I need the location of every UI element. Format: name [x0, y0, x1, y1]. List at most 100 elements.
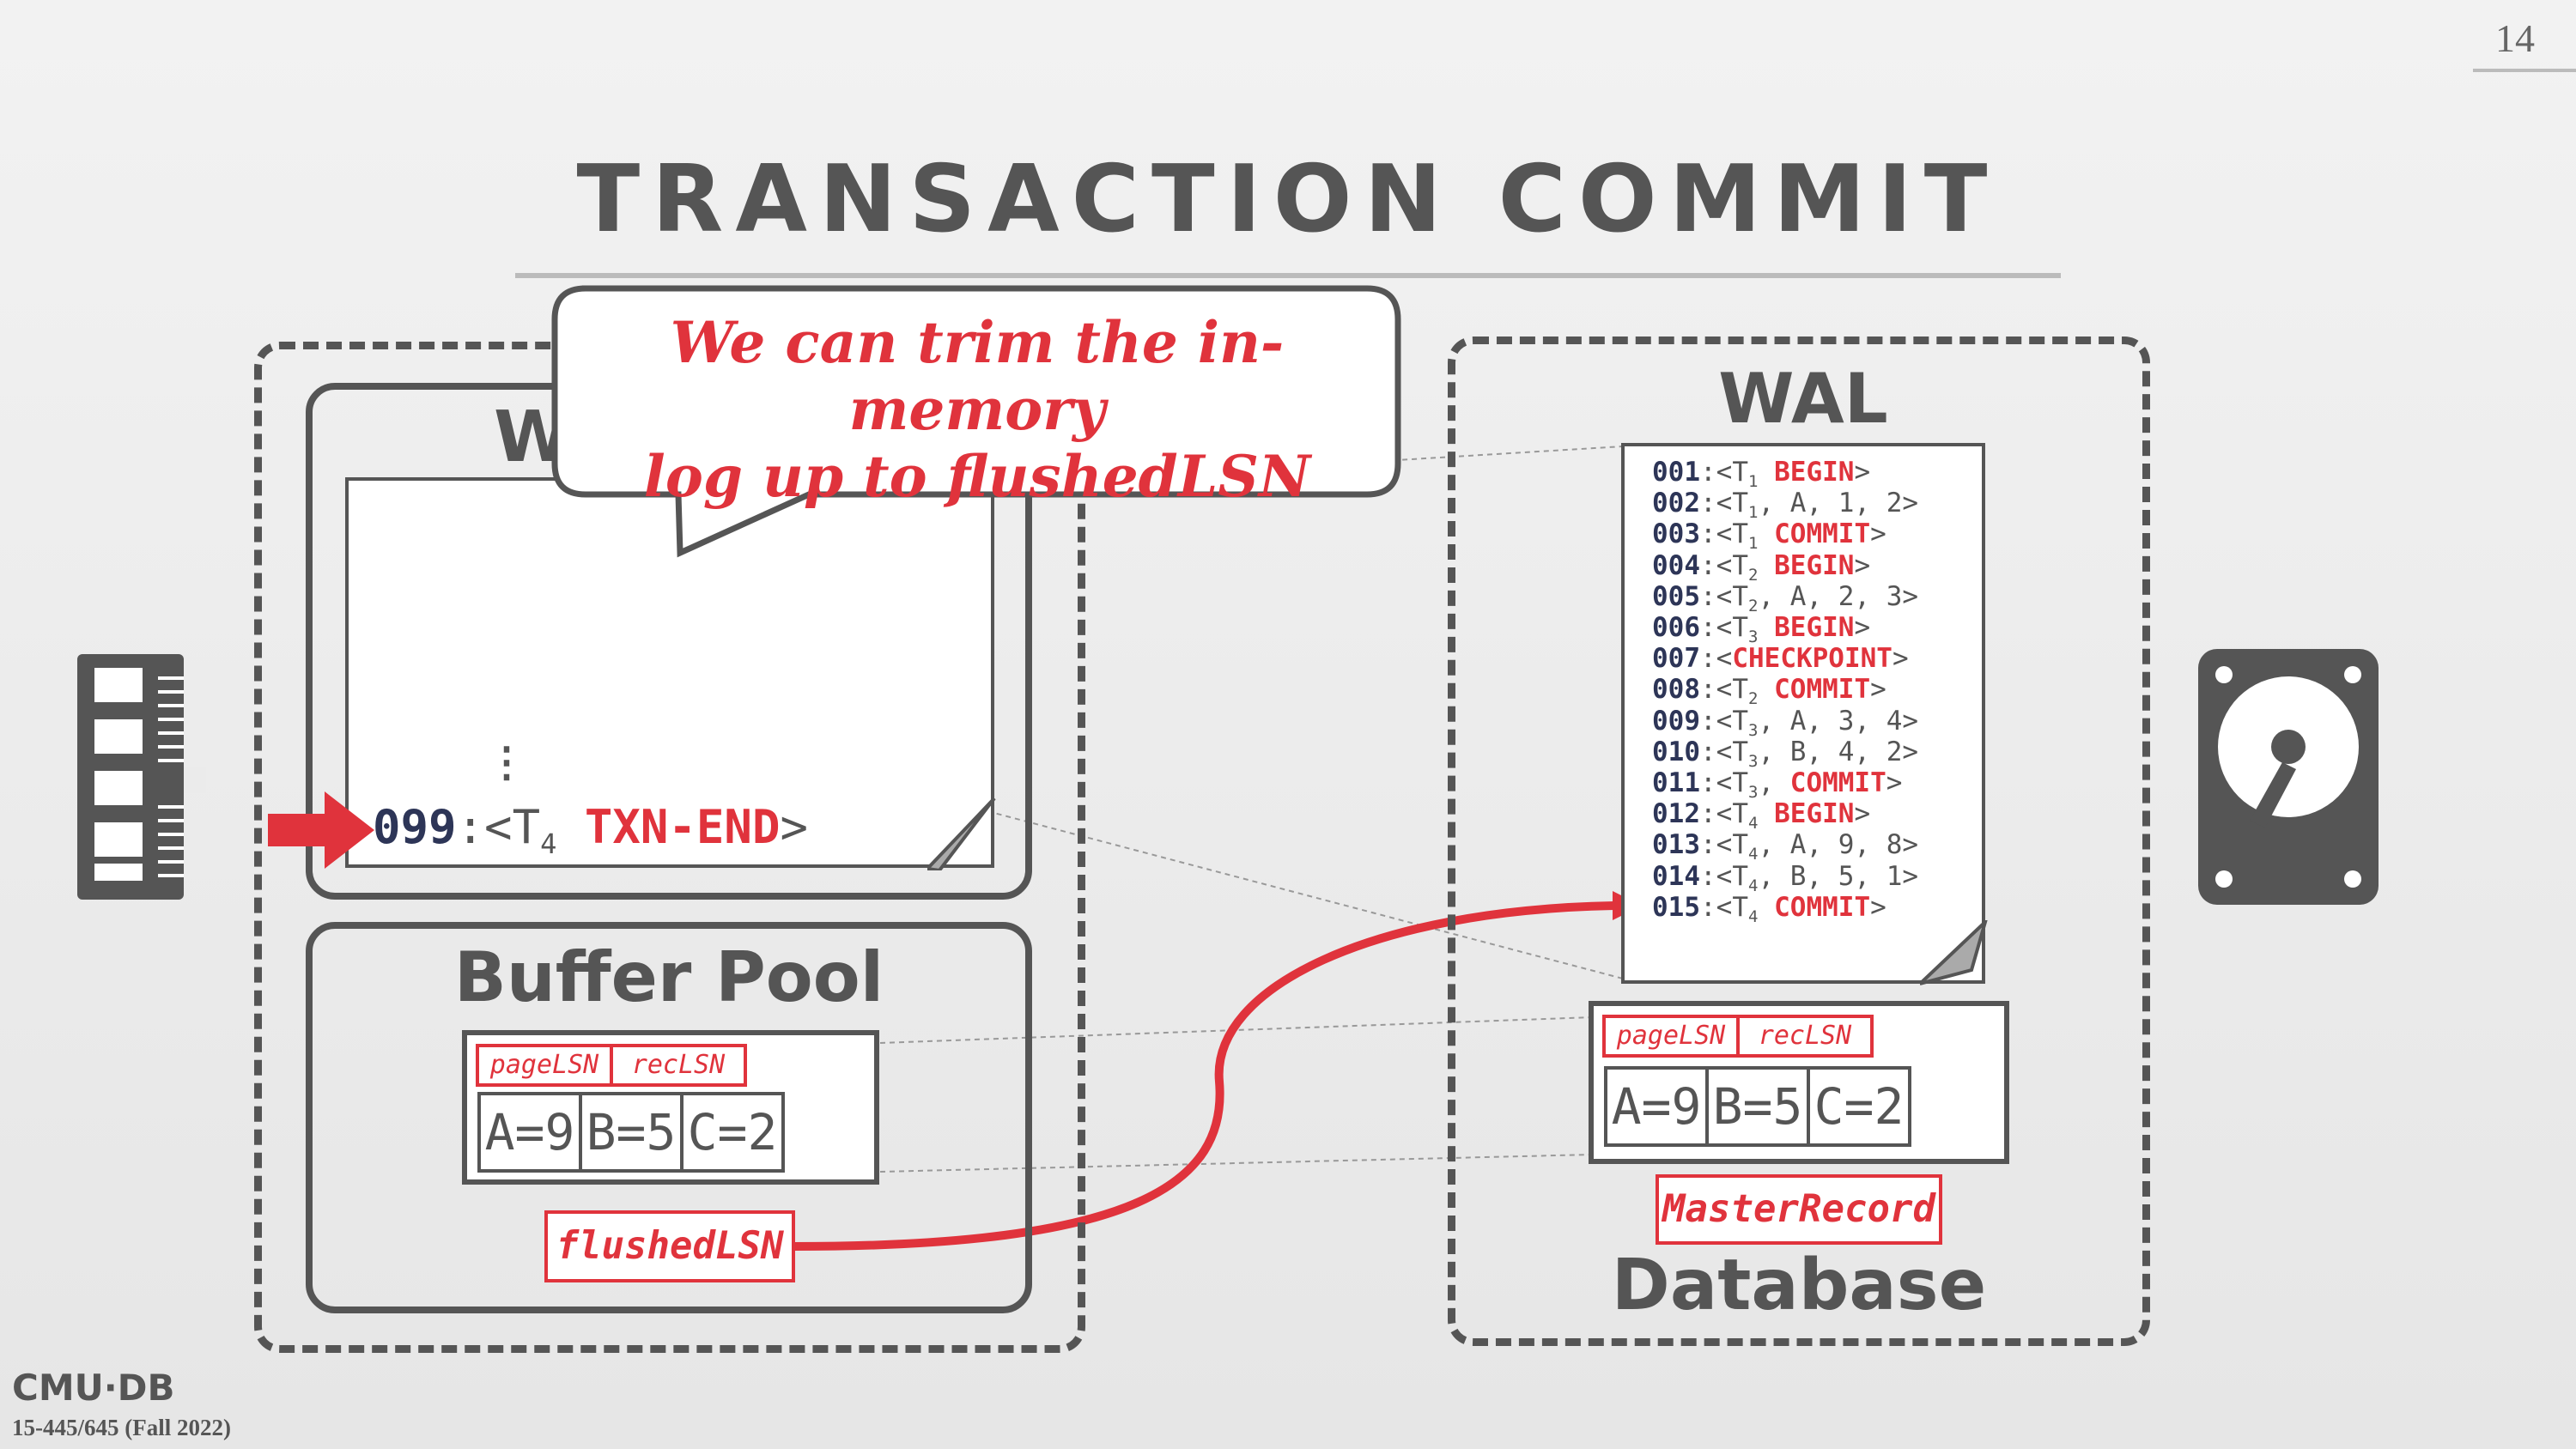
log-entry-txn: 3	[1748, 720, 1759, 740]
disk-page-fold-icon	[1920, 920, 1988, 985]
log-entry-lsn: 009	[1652, 705, 1700, 737]
disk-log-entry: 002:<T1, A, 1, 2>	[1652, 488, 1919, 523]
log-entry-keyword: COMMIT	[1774, 891, 1871, 923]
buffer-rec-lsn-tag: recLSN	[610, 1044, 747, 1087]
buffer-pool-lsn-tags: pageLSN recLSN	[476, 1044, 747, 1087]
log-tail-keyword: TXN-END	[584, 800, 781, 854]
tail-pointer-arrow	[268, 791, 374, 869]
disk-log-entry: 011:<T3, COMMIT>	[1652, 767, 1903, 803]
disk-log-entry: 006:<T3 BEGIN>	[1652, 612, 1871, 647]
buffer-cell-b: B=5	[579, 1092, 683, 1173]
disk-log-entry: 001:<T1 BEGIN>	[1652, 457, 1871, 492]
log-entry-txn: 2	[1748, 596, 1759, 615]
database-cells: A=9 B=5 C=2	[1604, 1066, 1911, 1147]
master-record-tag: MasterRecord	[1656, 1174, 1942, 1245]
database-cell-a: A=9	[1604, 1066, 1709, 1147]
page-number: 14	[2495, 16, 2535, 60]
log-entry-close: >	[1870, 674, 1886, 706]
disk-log-entry: 010:<T3, B, 4, 2>	[1652, 736, 1919, 771]
log-entry-lsn: 006	[1652, 612, 1700, 643]
log-entry-txn: 4	[1748, 845, 1759, 864]
log-entry-body: ,	[1758, 767, 1790, 798]
log-entry-txn: 4	[1748, 906, 1759, 926]
buffer-pool-page: pageLSN recLSN A=9 B=5 C=2	[462, 1030, 879, 1185]
page-fold-icon	[927, 798, 996, 870]
log-entry-lsn: 015	[1652, 891, 1700, 923]
buffer-cell-c: C=2	[680, 1092, 785, 1173]
log-entry-body: , A, 2, 3>	[1758, 580, 1919, 612]
disk-log-page: 001:<T1 BEGIN>002:<T1, A, 1, 2>003:<T1 C…	[1621, 443, 1985, 984]
disk-log-entry: 008:<T2 COMMIT>	[1652, 674, 1886, 709]
log-tail-lsn: 099	[373, 800, 457, 854]
log-entry-keyword: BEGIN	[1774, 549, 1855, 581]
flushed-lsn-arrow-line	[793, 901, 1615, 1251]
disk-log-entry: 007:<CHECKPOINT>	[1652, 643, 1909, 675]
callout-text: We can trim the in-memory log up to flus…	[558, 309, 1396, 510]
log-ellipsis: ⋮	[486, 740, 527, 785]
hard-drive-icon	[2198, 649, 2379, 905]
slide-title: TRANSACTION COMMIT	[576, 146, 2000, 253]
log-entry-lsn: 010	[1652, 736, 1700, 767]
flushed-lsn-tag: flushedLSN	[544, 1210, 795, 1282]
log-entry-txn: 4	[1748, 814, 1759, 834]
log-tail-sep: :<T	[456, 800, 541, 854]
log-entry-body	[1758, 612, 1774, 643]
log-tail-close: >	[780, 800, 808, 854]
log-entry-close: >	[1854, 798, 1871, 830]
database-heading: Database	[1611, 1245, 1987, 1326]
log-entry-keyword: COMMIT	[1789, 767, 1886, 798]
title-rule	[515, 273, 2061, 278]
log-entry-txn: 1	[1748, 472, 1759, 492]
page-number-rule	[2473, 69, 2576, 72]
log-entry-keyword: COMMIT	[1774, 518, 1871, 550]
log-entry-body	[1758, 892, 1774, 923]
database-page-lsn-tag: pageLSN	[1602, 1015, 1740, 1058]
log-entry-body	[1758, 798, 1774, 829]
log-entry-body: , A, 9, 8>	[1758, 829, 1919, 861]
buffer-cell-a: A=9	[477, 1092, 582, 1173]
log-entry-keyword: BEGIN	[1774, 457, 1855, 488]
log-entry-close: >	[1870, 891, 1886, 923]
log-entry-lsn: 002	[1652, 488, 1700, 519]
log-entry-close: >	[1892, 643, 1909, 675]
log-entry-close: >	[1854, 457, 1871, 488]
log-entry-txn: 3	[1748, 627, 1759, 647]
log-tail-entry: 099:<T4 TXN-END>	[373, 800, 808, 860]
log-entry-txn: 1	[1748, 503, 1759, 523]
log-entry-txn: 4	[1748, 876, 1759, 895]
disk-log-entry: 015:<T4 COMMIT>	[1652, 891, 1886, 926]
log-entry-lsn: 001	[1652, 457, 1700, 488]
log-entry-txn: 2	[1748, 565, 1759, 585]
callout-line-2: log up to flushedLSN	[643, 443, 1311, 510]
log-tail-txn: 4	[540, 827, 557, 860]
log-entry-lsn: 014	[1652, 860, 1700, 892]
database-lsn-tags: pageLSN recLSN	[1602, 1015, 1874, 1058]
log-entry-lsn: 003	[1652, 518, 1700, 550]
callout-bubble	[551, 285, 1401, 558]
log-entry-body: , B, 4, 2>	[1758, 736, 1919, 767]
disk-log-entry: 003:<T1 COMMIT>	[1652, 518, 1886, 554]
disk-log-entry: 004:<T2 BEGIN>	[1652, 549, 1871, 585]
log-entry-keyword: BEGIN	[1774, 798, 1855, 830]
log-entry-lsn: 004	[1652, 549, 1700, 581]
database-cell-b: B=5	[1705, 1066, 1810, 1147]
ram-stick-icon	[77, 654, 206, 900]
log-entry-lsn: 012	[1652, 798, 1700, 830]
log-entry-keyword: COMMIT	[1774, 674, 1871, 706]
callout-line-1: We can trim the in-memory	[670, 309, 1285, 443]
database-cell-c: C=2	[1807, 1066, 1911, 1147]
log-entry-body: , A, 3, 4>	[1758, 705, 1919, 737]
log-entry-keyword: BEGIN	[1774, 612, 1855, 643]
disk-log-entry: 009:<T3, A, 3, 4>	[1652, 705, 1919, 740]
log-entry-body	[1758, 518, 1774, 549]
disk-log-entry: 014:<T4, B, 5, 1>	[1652, 860, 1919, 895]
log-entry-body	[1758, 674, 1774, 705]
footer-course: 15-445/645 (Fall 2022)	[12, 1415, 231, 1440]
log-entry-lsn: 011	[1652, 767, 1700, 798]
log-entry-lsn: 005	[1652, 580, 1700, 612]
log-entry-txn: 3	[1748, 783, 1759, 803]
disk-log-entry: 013:<T4, A, 9, 8>	[1652, 829, 1919, 864]
log-entry-txn: 3	[1748, 751, 1759, 771]
log-entry-body: , A, 1, 2>	[1758, 488, 1919, 519]
log-entry-lsn: 007	[1652, 643, 1700, 675]
